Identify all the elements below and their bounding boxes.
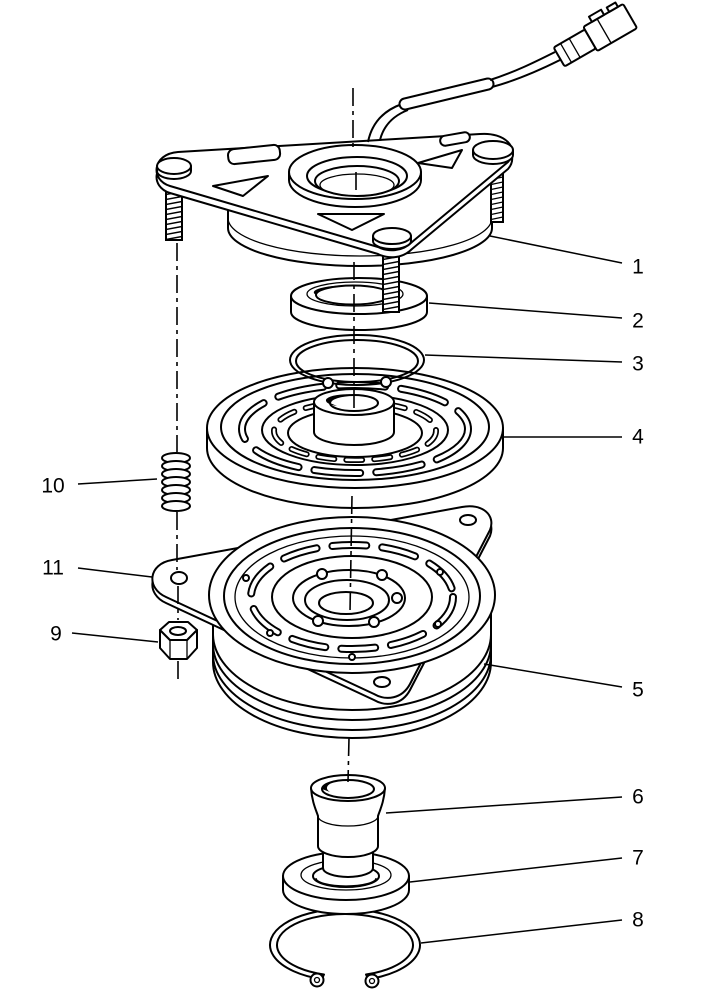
callout-3: 3 [424,353,644,376]
callout-9-leader [71,632,159,643]
callout-8-leader [420,919,623,944]
callout-1: 1 [489,235,644,279]
part-3-spring-ring [289,334,425,389]
part-10-spring [161,452,191,512]
plate-slot [439,131,471,147]
callout-6: 6 [385,786,644,814]
part-1-field-coil [155,1,638,313]
pulley-center-bore [318,591,374,615]
callout-6-leader [385,796,623,814]
callout-10-leader [77,478,158,485]
callout-1-label: 1 [632,256,644,279]
snap-ring-eyelet-left [309,972,325,988]
flange-hole-bottom [373,676,391,688]
flange-hole-left [170,571,188,585]
callout-9-label: 9 [50,623,62,646]
callout-10: 10 [41,475,158,498]
callout-2-leader [428,302,623,319]
coil-lead-wires [367,51,561,143]
pulley-groove [212,643,492,721]
callout-8: 8 [420,909,644,944]
part-2-bearing [290,277,428,331]
part-9-nut [159,621,198,660]
pulley-bolt-hole [316,568,328,580]
pulley-bolt-hole [376,569,388,581]
nut-thread-hole [169,626,187,636]
part-6-spacer-bushing [310,774,386,878]
plate-triangle-emboss [417,149,463,169]
bolt-axis-left [176,243,179,684]
spring-ring-tab-left [322,377,334,389]
callout-3-label: 3 [632,353,644,376]
callout-2-label: 2 [632,310,644,333]
pulley-bolt-hole [391,592,403,604]
callout-5: 5 [483,663,644,702]
pulley-groove [212,633,492,711]
callout-7-label: 7 [632,847,644,870]
flange-hole-right [459,514,477,526]
part-8-snap-ring [269,908,421,989]
bolt-head-front [372,227,412,245]
callout-9: 9 [50,623,159,646]
callout-8-label: 8 [632,909,644,932]
callout-4: 4 [503,426,644,449]
pulley-groove [212,653,492,731]
spacer-body [310,787,386,858]
center-axis [347,88,357,783]
callout-11-leader [77,567,153,578]
plate-triangle-emboss [212,175,269,197]
callout-10-label: 10 [41,475,64,498]
bolt-head-right [472,140,514,160]
callout-2: 2 [428,302,644,333]
bearing-bore [315,284,391,306]
bolt-head-left [156,157,192,175]
plate-tab [227,143,282,166]
callout-7-leader [409,857,623,883]
callout-11: 11 [42,557,153,580]
part-4-armature [206,367,504,509]
pulley-bolt-hole [368,616,380,628]
spring-ring-tab-right [380,376,392,388]
part-5-pulley [151,505,496,739]
wire-connector [553,1,638,67]
callout-5-label: 5 [632,679,644,702]
callout-11-label: 11 [42,557,64,580]
callout-4-label: 4 [632,426,644,449]
callout-7: 7 [409,847,644,883]
pulley-bolt-hole [312,615,324,627]
callout-3-leader [424,354,623,363]
callout-5-leader [483,663,623,688]
callout-1-leader [489,235,623,264]
callout-6-label: 6 [632,786,644,809]
snap-ring-eyelet-right [364,973,380,989]
plate-triangle-emboss [317,213,385,231]
wire-sleeve [400,79,493,109]
